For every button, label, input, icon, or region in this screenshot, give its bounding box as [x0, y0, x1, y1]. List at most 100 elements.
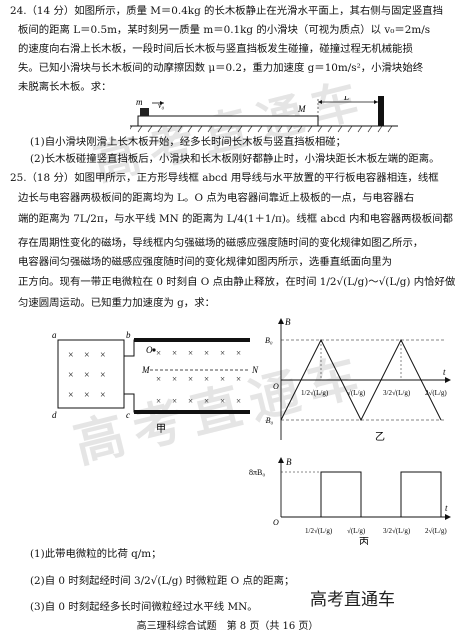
bing-tick-4: 2√(L/g) — [425, 527, 447, 535]
v0-arrowhead — [160, 101, 164, 105]
svg-text:×: × — [84, 370, 90, 381]
q25-line-2: 边长与电容器两极板间的距离均为 L。O 点为电容器间靠近上极板的一点，与电容器右 — [18, 192, 415, 204]
svg-text:×: × — [84, 390, 90, 401]
q25-line-4: 存在周期性变化的磁场，导线框内匀强磁场的磁感应强度随时间的变化规律如图乙所示， — [18, 237, 424, 249]
q24-line-2: 板间的距离 L＝0.5m，某时刻另一质量 m＝0.1kg 的小滑块（可视为质点）… — [18, 24, 431, 36]
coil-field-crosses: × × × × × × × × × — [68, 350, 106, 401]
svg-text:×: × — [100, 390, 106, 401]
capacitor-top-plate — [134, 338, 250, 342]
point-O — [152, 348, 156, 352]
q25-sub-3: (3)自 0 时刻起经多长时间微粒经过水平线 MN。 — [30, 601, 258, 613]
label-L: L — [343, 96, 349, 102]
q25-line-7: 匀速圆周运动。已知重力加速度为 g，求： — [18, 297, 215, 309]
label-a: a — [52, 330, 57, 340]
bing-label-O: O — [273, 518, 279, 527]
yi-label-B0: B₀ — [265, 336, 273, 345]
yi-label-negB0: -B₀ — [265, 416, 274, 425]
bing-label-B: B — [286, 457, 292, 467]
bing-tick-3: 3/2√(L/g) — [383, 527, 411, 535]
svg-text:×: × — [236, 396, 241, 406]
svg-text:×: × — [156, 374, 161, 384]
bing-t-arrow — [445, 514, 451, 520]
yi-y-arrow — [278, 318, 284, 324]
figure-jia: a b c d ××× ××× ××× ×××××× ×××××× ××××××… — [52, 330, 259, 435]
bing-pulses — [320, 471, 442, 517]
label-O: O — [146, 345, 153, 355]
q24-sub-2: (2)长木板碰撞竖直挡板后，小滑块和长木板刚好都静止时，小滑块距长木板左端的距离… — [30, 153, 440, 165]
q24-line-5: 未脱离长木板。求： — [18, 81, 112, 93]
small-block — [140, 108, 149, 116]
svg-text:×: × — [156, 396, 161, 406]
yi-tick-3: 3/2√(L/g) — [383, 389, 411, 397]
capacitor-bottom-plate — [134, 410, 250, 414]
ground-hatch — [130, 125, 393, 133]
q24-line-3: 的速度向右滑上长木板，一段时间后长木板与竖直挡板发生碰撞，碰撞过程无机械能损 — [18, 43, 413, 55]
svg-text:×: × — [68, 350, 74, 361]
label-M: M — [141, 365, 150, 375]
page-footer: 高三理科综合试题 第 8 页（共 16 页） — [136, 621, 319, 632]
label-m: m — [136, 97, 143, 107]
svg-text:×: × — [172, 374, 177, 384]
bing-label-t: t — [445, 503, 448, 513]
svg-text:×: × — [172, 396, 177, 406]
yi-label-t: t — [443, 367, 446, 377]
svg-text:×: × — [68, 370, 74, 381]
svg-text:×: × — [188, 348, 193, 358]
q25-line-1: 25.（18 分）如图甲所示，正方形导线框 abcd 用导线与水平放置的平行板电… — [10, 172, 439, 184]
svg-text:×: × — [220, 348, 225, 358]
q24-line-4: 失。已知小滑块与长木板间的动摩擦因数 μ＝0.2，重力加速度 g＝10m/s²，… — [18, 62, 424, 74]
q24-figure: m v₀ M L — [130, 96, 398, 133]
yi-triangle-wave — [280, 338, 442, 422]
bing-tick-1: 1/2√(L/g) — [305, 527, 333, 535]
bing-y-arrow — [278, 457, 284, 463]
coil-abcd — [57, 339, 125, 409]
q24-sub-1: (1)自小滑块刚滑上长木板开始，经多长时间长木板与竖直挡板相碰； — [30, 136, 347, 148]
svg-text:×: × — [204, 374, 209, 384]
caption-yi: 乙 — [375, 431, 385, 443]
svg-text:×: × — [172, 348, 177, 358]
q25-sub-2: (2)自 0 时刻起经时间 3/2√(L/g) 时微粒距 O 点的距离； — [30, 575, 295, 587]
yi-tick-4: 2√(L/g) — [425, 389, 447, 397]
svg-text:×: × — [220, 396, 225, 406]
svg-text:×: × — [236, 348, 241, 358]
q25-line-3: 端的距离为 7L/2π，与水平线 MN 的距离为 L/4(1＋1/π)。线框 a… — [18, 213, 453, 225]
yi-tick-1: 1/2√(L/g) — [301, 389, 329, 397]
q25-sub-1: (1)此带电微粒的比荷 q/m； — [30, 548, 162, 560]
label-N: N — [251, 365, 259, 375]
wire-top — [124, 339, 250, 357]
q25-line-5: 电容器间匀强磁场的磁感应强度随时间的变化规律如图丙所示，选垂直纸面向里为 — [18, 256, 393, 268]
label-b: b — [126, 330, 131, 340]
bing-label-level: 8πB₀ — [249, 468, 265, 477]
figure-yi: B t O B₀ -B₀ 1/2√(L/g) √(L/g) 3/2√(L/g) … — [265, 317, 451, 443]
svg-text:×: × — [220, 374, 225, 384]
svg-text:×: × — [188, 374, 193, 384]
bing-tick-2: √(L/g) — [347, 527, 366, 535]
label-d: d — [52, 410, 57, 420]
vertical-baffle — [378, 96, 384, 126]
long-board — [137, 115, 319, 127]
wire-bottom — [124, 393, 250, 413]
caption-bing: 丙 — [359, 537, 369, 545]
svg-text:×: × — [204, 348, 209, 358]
svg-text:×: × — [100, 370, 106, 381]
label-c: c — [126, 410, 130, 420]
yi-label-B: B — [285, 317, 291, 327]
svg-text:×: × — [156, 348, 161, 358]
svg-text:×: × — [188, 396, 193, 406]
label-v0: v₀ — [158, 101, 165, 110]
yi-t-arrow — [445, 377, 451, 383]
q25-line-6: 正方向。现有一带正电微粒在 0 时刻自 O 点由静止释放，在时间 1/2√(L/… — [18, 276, 455, 288]
caption-jia: 甲 — [156, 424, 166, 435]
svg-text:×: × — [68, 390, 74, 401]
figure-bing: B t O 8πB₀ 1/2√(L/g) √(L/g) 3/2√(L/g) 2√… — [249, 457, 451, 545]
svg-text:×: × — [84, 350, 90, 361]
svg-text:×: × — [236, 374, 241, 384]
yi-label-O: O — [273, 382, 279, 391]
q24-line-1: 24.（14 分）如图所示，质量 M＝0.4kg 的长木板静止在光滑水平面上，其… — [10, 5, 444, 17]
yi-tick-2: √(L/g) — [347, 389, 366, 397]
svg-text:×: × — [204, 396, 209, 406]
svg-text:×: × — [100, 350, 106, 361]
brand-logo-text: 高考直通车 — [310, 590, 395, 610]
capacitor-field-crosses: × × × × × × × × × × × × × × × × × × — [156, 348, 241, 406]
